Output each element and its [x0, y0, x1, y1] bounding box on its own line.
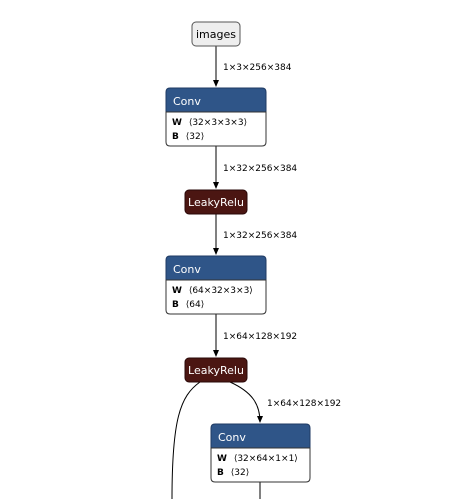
conv-2-op-label: Conv [173, 263, 201, 276]
node-conv-2[interactable]: Conv W ⟨64×32×3×3⟩ B ⟨64⟩ [165, 255, 267, 315]
conv-1-attr-weights-value: ⟨32×3×3×3⟩ [189, 118, 247, 128]
conv-3-attr-weights-key: W [217, 454, 227, 464]
conv-1-op-label: Conv [173, 95, 201, 108]
edge-label-1: 1×3×256×384 [223, 63, 292, 73]
conv-3-op-label: Conv [218, 431, 246, 444]
leakyrelu-1-op-label: LeakyRelu [188, 196, 244, 209]
conv-3-attributes-box [210, 447, 311, 483]
node-leakyrelu-1[interactable]: LeakyRelu [184, 189, 248, 215]
conv-3-attr-weights: W ⟨32×64×1×1⟩ [217, 454, 298, 464]
conv-3-attr-bias-key: B [217, 468, 224, 478]
node-conv-3[interactable]: Conv W ⟨32×64×1×1⟩ B ⟨32⟩ [210, 423, 311, 483]
conv-1-attr-bias-value: ⟨32⟩ [186, 132, 204, 142]
edge-leakyrelu-2-to-conv-3 [229, 381, 263, 423]
conv-1-attr-weights-key: W [172, 118, 182, 128]
node-images[interactable]: images [191, 21, 241, 47]
conv-2-attr-weights-key: W [172, 286, 182, 296]
conv-2-attr-weights: W ⟨64×32×3×3⟩ [172, 286, 253, 296]
conv-2-attr-weights-value: ⟨64×32×3×3⟩ [189, 286, 253, 296]
node-conv-1[interactable]: Conv W ⟨32×3×3×3⟩ B ⟨32⟩ [165, 87, 267, 147]
conv-1-attr-bias-key: B [172, 132, 179, 142]
edge-leakyrelu-2-skip [171, 381, 201, 499]
conv-2-attr-bias: B ⟨64⟩ [172, 300, 204, 310]
conv-2-attr-bias-value: ⟨64⟩ [186, 300, 204, 310]
conv-1-attr-weights: W ⟨32×3×3×3⟩ [172, 118, 247, 128]
conv-3-attr-bias: B ⟨32⟩ [217, 468, 249, 478]
leakyrelu-2-op-label: LeakyRelu [188, 364, 244, 377]
edge-label-3: 1×32×256×384 [223, 231, 297, 241]
conv-1-attributes-box [165, 111, 267, 147]
conv-3-attr-weights-value: ⟨32×64×1×1⟩ [234, 454, 298, 464]
node-leakyrelu-2[interactable]: LeakyRelu [184, 357, 248, 383]
conv-2-header [165, 255, 267, 281]
edge-label-4: 1×64×128×192 [223, 332, 297, 342]
input-node-label: images [196, 28, 236, 41]
edge-label-5: 1×64×128×192 [267, 399, 341, 409]
conv-2-attributes-box [165, 279, 267, 315]
input-node-box [191, 21, 241, 47]
conv-1-header [165, 87, 267, 113]
edge-label-2: 1×32×256×384 [223, 164, 297, 174]
conv-1-attr-bias: B ⟨32⟩ [172, 132, 204, 142]
leakyrelu-1-box [184, 189, 248, 215]
conv-3-attr-bias-value: ⟨32⟩ [231, 468, 249, 478]
edges: 1×3×256×384 1×32×256×384 1×32×256×384 1×… [171, 46, 341, 499]
leakyrelu-2-box [184, 357, 248, 383]
conv-2-attr-bias-key: B [172, 300, 179, 310]
conv-3-header [210, 423, 311, 449]
